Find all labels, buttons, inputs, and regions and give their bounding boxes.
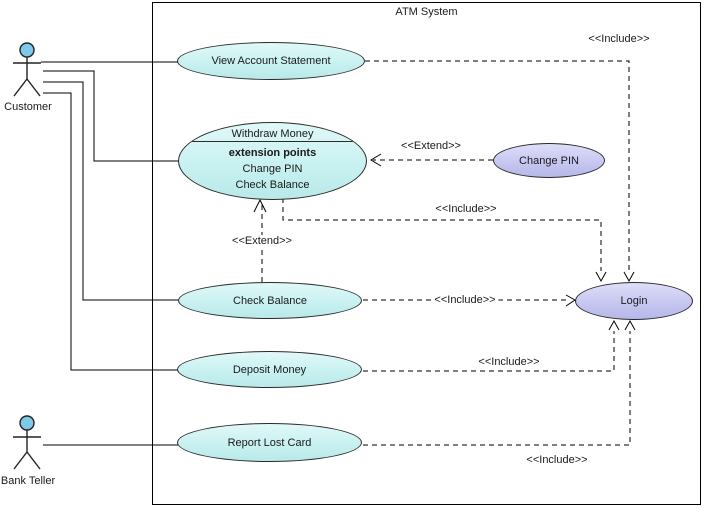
extension-point-item: Change PIN [242, 163, 303, 175]
customer-left-leg-icon [13, 78, 28, 97]
arrowhead-into-login-top-right-icon [623, 271, 635, 283]
arrowhead-into-withdraw-right-icon [370, 153, 382, 167]
include-label-withdraw-login[interactable]: <<Include>> [432, 203, 500, 215]
customer-head-icon [19, 42, 35, 58]
customer-actor-figure[interactable] [13, 42, 41, 97]
extend-label-check-balance-withdraw[interactable]: <<Extend>> [229, 235, 295, 247]
use-case-label: Change PIN [519, 154, 579, 167]
association-customer-check-balance[interactable] [43, 81, 179, 301]
extend-label-change-pin-withdraw[interactable]: <<Extend>> [398, 140, 464, 152]
extension-points-header: extension points [228, 147, 317, 159]
use-case-report-lost-card[interactable]: Report Lost Card [177, 423, 362, 462]
use-case-label: Report Lost Card [227, 436, 312, 449]
arrowhead-into-login-bottom-right-icon [624, 319, 636, 331]
bank-teller-head-icon [19, 415, 35, 431]
arrowhead-into-login-top-left-icon [595, 271, 607, 283]
system-boundary: ATM System [152, 2, 701, 505]
association-customer-deposit-money[interactable] [43, 92, 178, 371]
bank-teller-left-leg-icon [13, 451, 28, 470]
use-case-label: Login [620, 295, 648, 307]
extension-point-item: Check Balance [235, 179, 310, 191]
use-case-login[interactable]: Login [575, 282, 693, 320]
include-connector-deposit-login[interactable] [363, 331, 615, 372]
use-case-deposit-money[interactable]: Deposit Money [177, 351, 362, 388]
arrowhead-into-login-bottom-left-icon [608, 319, 620, 331]
use-case-label: Deposit Money [232, 363, 307, 376]
bank-teller-actor-label: Bank Teller [0, 475, 56, 487]
arrowhead-into-withdraw-bottom-icon [253, 198, 267, 213]
use-case-check-balance[interactable]: Check Balance [178, 282, 362, 319]
include-label-report-lost-login[interactable]: <<Include>> [523, 454, 591, 466]
use-case-label: Withdraw Money [179, 123, 366, 142]
customer-right-leg-icon [26, 78, 41, 97]
bank-teller-right-leg-icon [26, 451, 41, 470]
use-case-label: Check Balance [233, 294, 307, 307]
use-case-label: View Account Statement [211, 55, 331, 67]
use-case-view-account-statement[interactable]: View Account Statement [177, 42, 365, 80]
association-customer-withdraw-money[interactable] [43, 70, 179, 162]
system-boundary-title: ATM System [395, 6, 458, 18]
include-label-check-balance-login[interactable]: <<Include>> [431, 294, 499, 306]
use-case-withdraw-money[interactable]: Withdraw Money extension points Change P… [178, 122, 367, 200]
include-label-deposit-login[interactable]: <<Include>> [475, 356, 543, 368]
include-label-view-statement-login[interactable]: <<Include>> [585, 33, 653, 45]
bank-teller-actor-figure[interactable] [13, 415, 41, 470]
include-connector-view-statement-login[interactable] [365, 60, 630, 271]
arrowhead-into-login-left-icon [565, 294, 576, 307]
include-connector-withdraw-login[interactable] [282, 198, 602, 271]
customer-actor-label: Customer [4, 101, 52, 113]
use-case-change-pin[interactable]: Change PIN [493, 143, 605, 178]
include-connector-report-lost-login[interactable] [363, 331, 631, 446]
